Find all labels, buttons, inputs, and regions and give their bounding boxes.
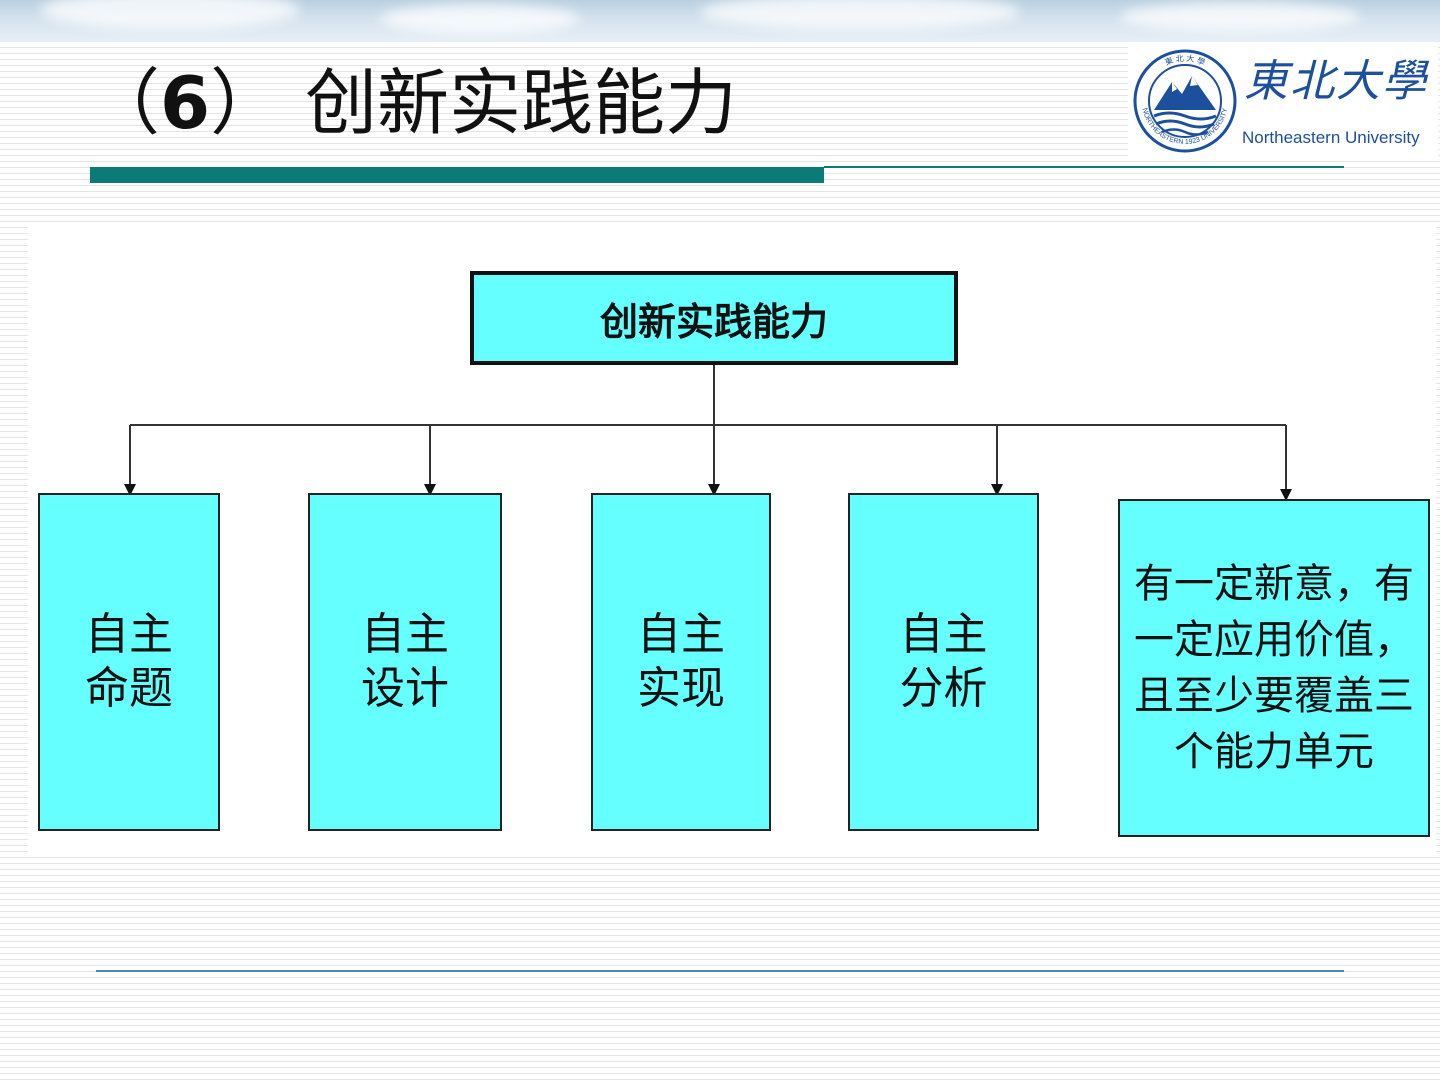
header-sky-banner <box>0 0 1440 42</box>
child-node-3-line2: 实现 <box>637 663 725 714</box>
arrowhead-child-1 <box>124 484 136 496</box>
child-node-2: 自主 设计 <box>308 493 502 831</box>
root-node: 创新实践能力 <box>470 271 958 365</box>
title-underline-thin <box>824 166 1344 168</box>
child-node-2-line1: 自主 <box>361 609 449 660</box>
slide-title: （6） 创新实践能力 <box>88 61 738 145</box>
child-node-1: 自主 命题 <box>38 493 220 831</box>
child-node-3-line1: 自主 <box>637 609 725 660</box>
child-node-1-line1: 自主 <box>85 609 173 660</box>
seal-top-text: 東 北 大 學 <box>1163 53 1206 67</box>
root-node-label: 创新实践能力 <box>599 299 828 344</box>
child-node-1-line2: 命题 <box>85 663 173 714</box>
university-logo: 東 北 大 學 NORTHEASTERN 1923 UNIVERSITY 東北大… <box>1128 44 1438 158</box>
university-seal-icon: 東 北 大 學 NORTHEASTERN 1923 UNIVERSITY <box>1133 49 1237 153</box>
arrowhead-child-3 <box>708 484 720 496</box>
arrowhead-child-5 <box>1280 489 1292 501</box>
child-node-4-line2: 分析 <box>899 663 988 714</box>
arrowhead-child-2 <box>424 484 436 496</box>
child-node-5: 有一定新意，有一定应用价值，且至少要覆盖三个能力单元 <box>1118 499 1430 837</box>
svg-text:東 北 大 學: 東 北 大 學 <box>1163 53 1206 67</box>
title-text: 创新实践能力 <box>305 61 738 145</box>
logo-english-name: Northeastern University <box>1242 128 1420 147</box>
child-node-4: 自主 分析 <box>848 493 1039 831</box>
child-node-3: 自主 实现 <box>591 493 771 831</box>
title-underline-bar <box>90 167 824 183</box>
child-node-4-line1: 自主 <box>899 609 988 660</box>
arrowhead-child-4 <box>991 484 1003 496</box>
title-number: 6 <box>160 61 211 145</box>
child-node-5-text: 有一定新意，有一定应用价值，且至少要覆盖三个能力单元 <box>1134 561 1414 775</box>
footer-divider <box>96 970 1344 972</box>
child-node-2-line2: 设计 <box>361 663 449 714</box>
logo-chinese-name: 東北大學 <box>1244 56 1428 107</box>
